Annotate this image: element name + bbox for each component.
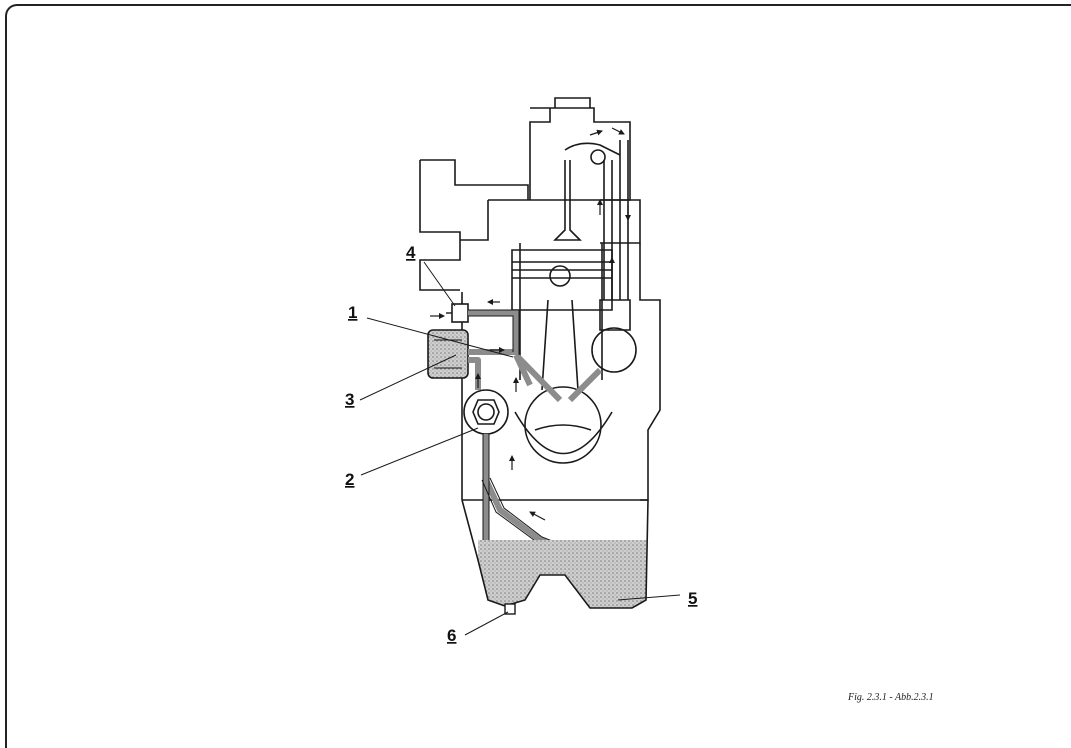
pressure-switch <box>446 303 469 323</box>
page-frame <box>5 4 1071 748</box>
engine-block <box>419 97 661 501</box>
figure-caption: Fig. 2.3.1 - Abb.2.3.1 <box>848 692 934 703</box>
callout-4: 4 <box>406 243 416 262</box>
callout-5: 5 <box>688 589 697 608</box>
callout-1: 1 <box>348 303 357 322</box>
oil-sump <box>461 499 649 615</box>
leader-lines <box>359 261 681 636</box>
callout-labels: 1 2 3 4 5 6 <box>345 243 697 645</box>
callout-2: 2 <box>345 470 354 489</box>
flow-arrows <box>430 127 631 521</box>
oil-filter <box>427 329 469 379</box>
callout-6: 6 <box>447 626 456 645</box>
callout-3: 3 <box>345 390 354 409</box>
